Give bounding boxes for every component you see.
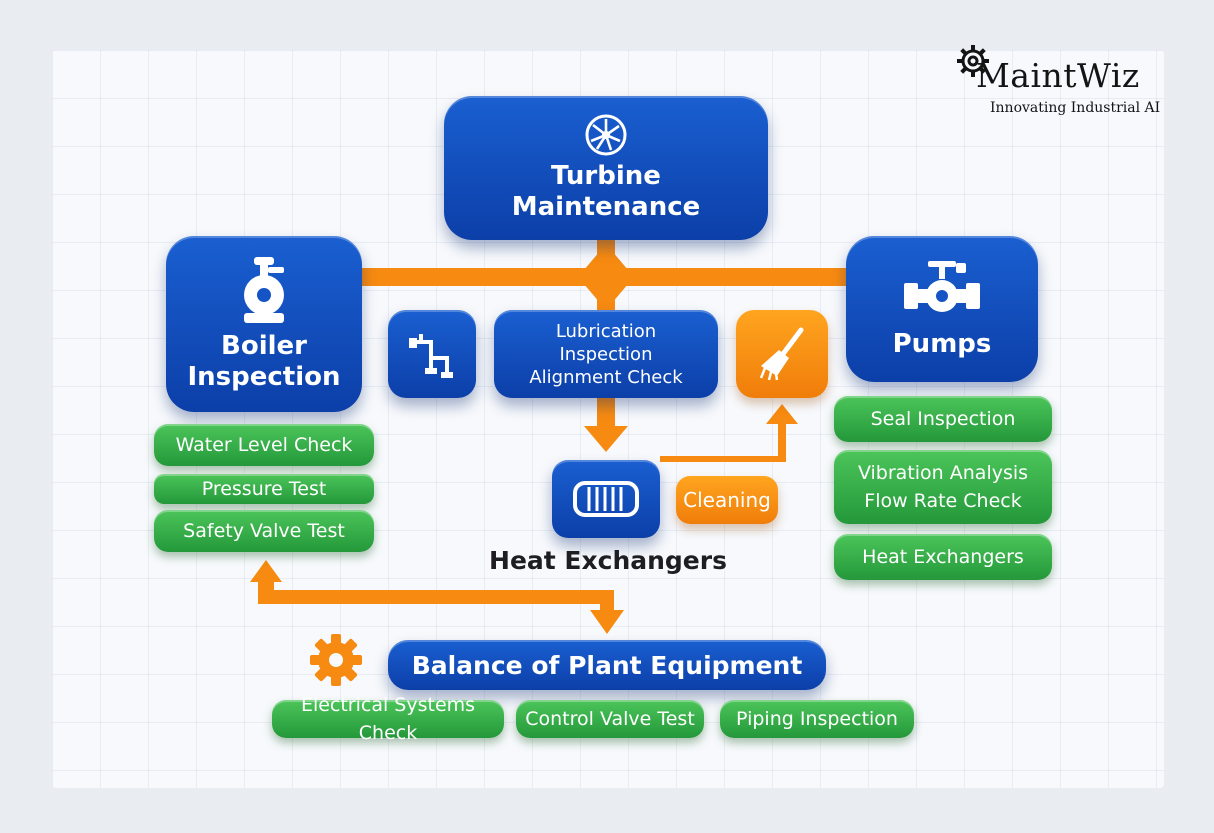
cleaning-label: Cleaning [683,488,771,512]
arrow-bottom-down-head [590,610,624,634]
pumps-label: Pumps [892,328,992,359]
boiler-inspection-label: Boiler Inspection [187,331,341,392]
boiler-inspection-node: Boiler Inspection [166,236,362,412]
balance-of-plant-node: Balance of Plant Equipment [388,640,826,690]
bop-task-label: Control Valve Test [525,708,695,730]
arrow-down-head [584,426,628,452]
pumps-node: Pumps [846,236,1038,382]
bop-task-electrical: Electrical Systems Check [272,694,504,744]
heat-exchanger-icon-box [552,460,660,538]
pump-task-label: Seal Inspection [870,408,1016,430]
cleaning-icon-box [736,310,828,398]
pump-task-label: Heat Exchangers [862,546,1024,568]
brand-name: MaintWiz [976,56,1140,95]
turbine-tasks-label: Lubrication Inspection Alignment Check [529,320,683,388]
pump-task-vibration-flow: Vibration Analysis Flow Rate Check [834,450,1052,524]
piping-icon [409,334,453,378]
brand-tagline: Innovating Industrial AI [990,100,1161,116]
turbine-maintenance-label: Turbine Maintenance [511,161,701,222]
bop-task-control-valve: Control Valve Test [516,700,704,738]
bop-task-label: Piping Inspection [736,708,898,730]
balance-of-plant-label: Balance of Plant Equipment [411,650,803,680]
arrow-bottom-right-stem [600,590,614,612]
piping-icon-box [388,310,476,398]
turbine-tasks-box: Lubrication Inspection Alignment Check [494,310,718,398]
turbine-maintenance-node: Turbine Maintenance [444,96,768,240]
gear-icon [310,634,362,686]
maintwiz-logo-gear-icon [957,45,989,77]
boiler-task-pressure-test: Pressure Test [154,474,374,504]
heat-exchangers-label: Heat Exchangers [489,546,727,575]
arrow-down-stem [597,398,615,428]
arrow-bottom-up-head [250,560,282,582]
turbine-icon [585,114,627,156]
heat-exchanger-icon [573,481,639,517]
boiler-icon [244,257,284,323]
arrow-bottom-shaft [258,590,614,604]
arrow-hx-line [660,456,784,462]
boiler-task-safety-valve: Safety Valve Test [154,510,374,552]
boiler-task-water-level: Water Level Check [154,424,374,466]
bop-task-label: Electrical Systems Check [300,694,476,744]
arrow-turbine-stem [597,238,615,310]
pump-task-heat-exchangers: Heat Exchangers [834,534,1052,580]
cleaning-box: Cleaning [676,476,778,524]
pump-task-seal-inspection: Seal Inspection [834,396,1052,442]
boiler-task-label: Water Level Check [175,434,353,456]
bop-task-piping: Piping Inspection [720,700,914,738]
arrow-cleaning-head [766,404,798,424]
pump-valve-icon [904,260,980,312]
pump-task-label: Vibration Analysis Flow Rate Check [857,462,1029,512]
boiler-task-label: Safety Valve Test [183,520,345,542]
brush-icon [759,327,804,381]
arrow-cleaning-stem [778,420,786,462]
boiler-task-label: Pressure Test [201,478,327,500]
